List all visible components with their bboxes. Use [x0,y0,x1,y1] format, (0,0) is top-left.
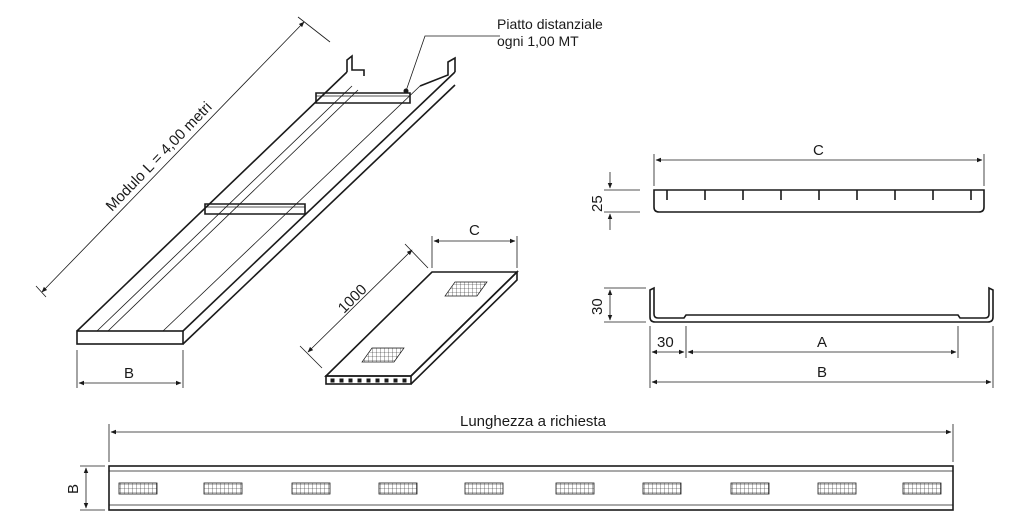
cover-mesh-near [361,347,405,363]
plan-length-dimension [108,424,954,462]
cover-length-label: 1000 [335,281,371,317]
spacer-note-line1: Piatto distanziale [497,16,603,32]
isometric-tray [76,54,456,345]
tray-width-label: B [124,365,134,382]
cover-length-dimension [299,243,429,369]
side-height-label: 25 [589,195,606,212]
section-lip-label: 30 [657,334,674,351]
cover-width-label: C [469,222,480,239]
tray-cross-section [604,286,994,388]
spacer-note-line2: ogni 1,00 MT [497,33,579,49]
section-height-label: 30 [589,298,606,315]
side-c-label: C [813,142,824,159]
length-on-request-label: Lunghezza a richiesta [460,413,607,430]
spacer-plate-top [315,92,411,104]
cover-width-dimension [431,236,518,268]
module-length-dimension [35,16,331,298]
spacer-leader [403,35,500,94]
cover-mesh-far [444,281,488,297]
tray-width-dimension [76,350,184,388]
tray-plan-view [108,465,954,511]
cover-edge-holes [330,378,407,383]
section-b-label: B [817,364,827,381]
section-a-label: A [817,334,827,351]
plan-mesh-holes [118,482,942,495]
module-length-label: Modulo L = 4,00 metri [103,99,216,215]
tray-front-face [76,330,184,345]
cover-side-view [604,154,985,230]
plan-width-dimension [80,465,105,511]
plan-b-label: B [65,484,82,494]
